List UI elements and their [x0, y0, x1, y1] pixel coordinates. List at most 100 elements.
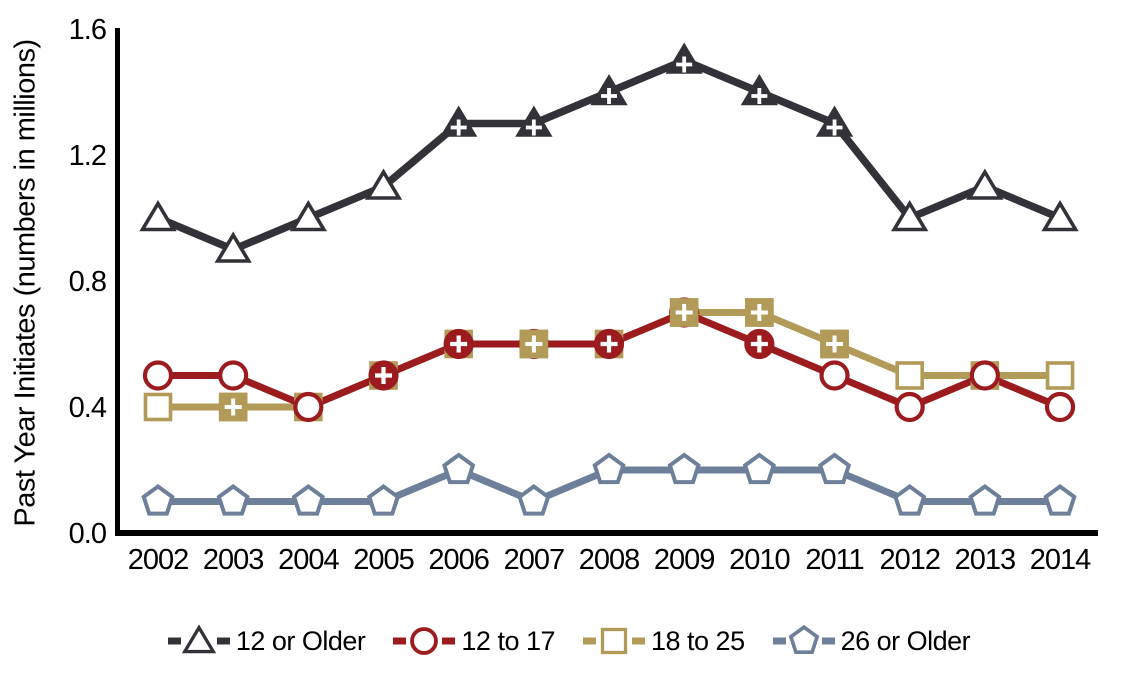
data-point-marker-square: [143, 392, 173, 422]
x-tick-label: 2011: [805, 544, 863, 576]
data-point-marker-square: [895, 361, 925, 390]
series-line-12-to-17: [158, 308, 1062, 411]
x-tick-label: 2009: [654, 544, 715, 576]
data-point-marker-square-flagged: [519, 329, 549, 359]
data-point-marker-pentagon: [291, 484, 325, 516]
square-shape: [143, 392, 173, 422]
data-point-marker-pentagon: [893, 484, 927, 516]
series-markers-26-or-older: [141, 452, 1077, 516]
data-point-marker-triangle-flagged: [590, 73, 628, 106]
data-point-marker-triangle-flagged: [515, 105, 553, 137]
data-point-marker-triangle: [214, 231, 252, 263]
data-point-marker-pentagon: [817, 452, 852, 485]
triangle-shape: [891, 199, 929, 232]
circle-shape: [142, 360, 174, 391]
square-shape: [1045, 361, 1075, 390]
y-tick-label: 1.2: [69, 140, 106, 172]
pentagon-shape: [216, 484, 250, 516]
y-tick-label: 0.0: [69, 518, 106, 550]
data-point-marker-triangle-flagged: [740, 73, 779, 106]
data-point-marker-circle: [410, 627, 439, 655]
x-tick-label: 2004: [278, 544, 339, 576]
legend-swatch-triangle: [167, 624, 230, 654]
legend-item-26-or-older: 26 or Older: [772, 624, 971, 658]
data-point-marker-circle: [218, 360, 249, 391]
triangle-shape: [1041, 199, 1079, 232]
x-tick-label: 2012: [879, 544, 940, 576]
data-point-marker-pentagon: [788, 624, 819, 655]
data-point-marker-pentagon: [1043, 484, 1077, 516]
legend-item-18-to-25: 18 to 25: [583, 624, 745, 658]
data-point-marker-square: [600, 627, 628, 655]
pentagon-shape: [893, 484, 927, 516]
legend-label: 26 or Older: [840, 625, 971, 656]
data-point-marker-pentagon: [517, 484, 551, 516]
data-point-marker-circle-flagged: [593, 328, 625, 360]
pentagon-shape: [968, 484, 1002, 516]
y-tick-label: 1.6: [69, 14, 106, 46]
pentagon-shape: [517, 484, 551, 516]
series-markers-12-to-17: [142, 297, 1076, 423]
legend-label: 12 to 17: [461, 625, 555, 656]
x-tick-label: 2010: [729, 544, 790, 576]
data-point-marker-pentagon: [141, 484, 175, 516]
pentagon-shape: [667, 452, 701, 485]
x-tick-label: 2003: [203, 544, 264, 576]
pentagon-shape: [366, 484, 401, 516]
data-point-marker-circle: [969, 360, 1000, 391]
circle-shape: [1044, 391, 1076, 423]
data-point-marker-square-flagged: [218, 392, 248, 422]
data-point-marker-pentagon: [442, 452, 476, 485]
data-point-marker-square-flagged: [669, 298, 699, 327]
triangle-shape: [364, 168, 403, 200]
circle-shape: [969, 360, 1000, 391]
circle-shape: [410, 627, 439, 655]
data-point-marker-triangle: [139, 199, 177, 232]
data-point-marker-triangle: [289, 199, 328, 232]
data-point-marker-triangle-flagged: [815, 105, 854, 137]
y-tick-label: 0.4: [69, 392, 107, 424]
data-point-marker-pentagon: [592, 452, 626, 485]
triangle-shape: [214, 231, 252, 263]
data-point-marker-circle-flagged: [744, 328, 775, 360]
data-point-marker-circle-flagged: [368, 360, 399, 391]
data-point-marker-triangle: [364, 168, 403, 200]
y-tick-label: 0.8: [69, 266, 106, 298]
data-point-marker-triangle: [966, 168, 1004, 200]
data-point-marker-square: [1045, 361, 1075, 390]
x-tick-label: 2007: [504, 544, 565, 576]
data-point-marker-pentagon: [216, 484, 250, 516]
x-tick-label: 2008: [579, 544, 640, 576]
legend-item-12-or-older: 12 or Older: [167, 624, 366, 658]
data-point-marker-triangle-flagged: [440, 105, 478, 137]
circle-shape: [894, 391, 925, 423]
data-point-marker-triangle: [1041, 199, 1079, 232]
triangle-shape: [289, 199, 328, 232]
data-point-marker-pentagon: [366, 484, 401, 516]
pentagon-shape: [1043, 484, 1077, 516]
data-point-marker-triangle-flagged: [665, 42, 703, 74]
pentagon-shape: [291, 484, 325, 516]
pentagon-shape: [788, 624, 819, 655]
data-point-marker-triangle: [181, 624, 217, 654]
data-point-marker-square-flagged: [820, 329, 849, 359]
data-point-marker-pentagon: [968, 484, 1002, 516]
data-point-marker-pentagon: [742, 452, 776, 485]
square-shape: [895, 361, 925, 390]
data-point-marker-circle: [142, 360, 174, 391]
data-point-marker-circle: [293, 391, 324, 423]
pentagon-shape: [592, 452, 626, 485]
legend-label: 18 to 25: [651, 625, 745, 656]
data-point-marker-circle: [819, 360, 850, 391]
legend-item-12-to-17: 12 to 17: [393, 624, 555, 658]
square-shape: [600, 627, 628, 655]
pentagon-shape: [141, 484, 175, 516]
data-point-marker-circle: [894, 391, 925, 423]
y-axis-title: Past Year Initiates (numbers in millions…: [9, 39, 42, 527]
data-point-marker-circle: [1044, 391, 1076, 423]
x-tick-label: 2014: [1030, 544, 1091, 576]
x-tick-label: 2013: [955, 544, 1016, 576]
x-tick-label: 2002: [128, 544, 189, 576]
